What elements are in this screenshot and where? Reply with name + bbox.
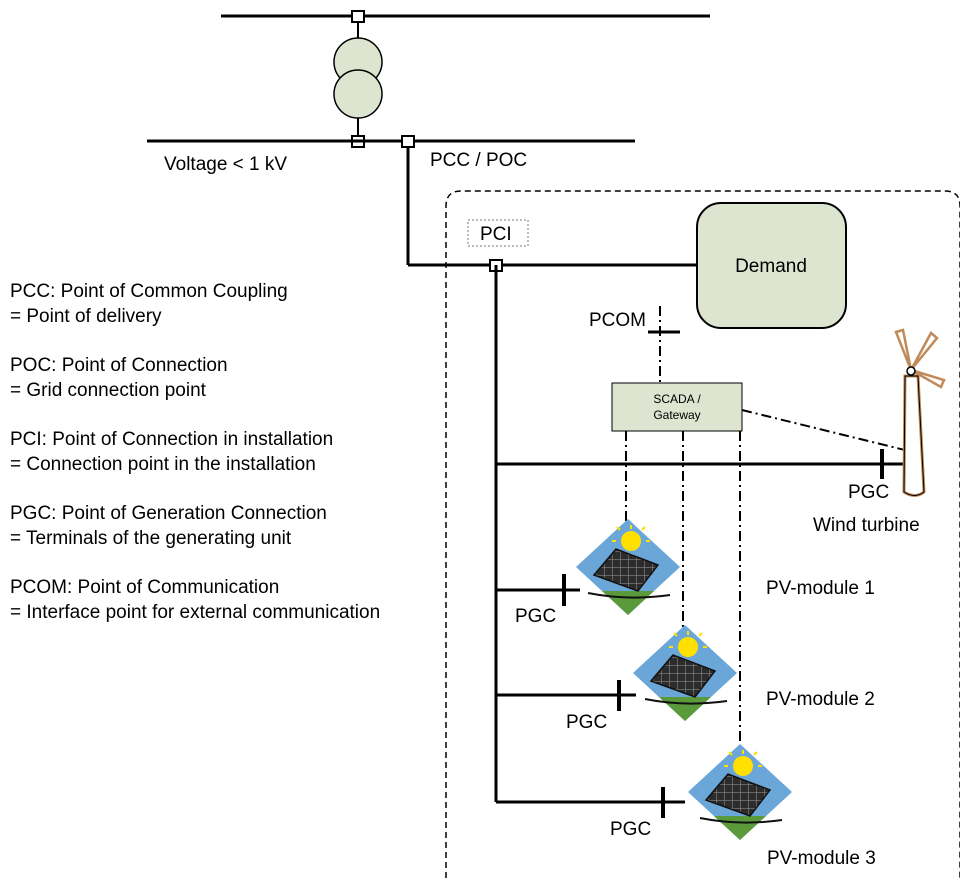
pv-module-1-icon <box>576 519 680 615</box>
legend-item-poc: POC: Point of Connection = Grid connecti… <box>10 353 430 403</box>
pv3-pgc-label: PGC <box>610 819 651 840</box>
pcc-poc-label: PCC / POC <box>430 150 527 171</box>
pv2-pgc-label: PGC <box>566 712 607 733</box>
wind-turbine-label: Wind turbine <box>813 515 920 536</box>
communication-links <box>625 409 914 742</box>
legend-definition: = Grid connection point <box>10 380 206 401</box>
legend-term: PCC: Point of Common Coupling <box>10 281 288 302</box>
transformer-icon <box>333 10 383 148</box>
demand-box <box>696 202 847 329</box>
pv-module-3-label: PV-module 3 <box>767 848 876 869</box>
legend-term: PCOM: Point of Communication <box>10 577 280 598</box>
legend-term: PGC: Point of Generation Connection <box>10 503 327 524</box>
legend-definition: = Connection point in the installation <box>10 454 316 475</box>
wind-turbine-icon <box>894 328 946 497</box>
pv-module-2-icon <box>633 625 737 721</box>
legend-item-pcom: PCOM: Point of Communication = Interface… <box>10 575 430 625</box>
scada-label-line1: SCADA / <box>653 392 701 406</box>
pci-label-box <box>467 219 529 247</box>
legend-definition: = Point of delivery <box>10 306 162 327</box>
pv1-pgc-label: PGC <box>515 606 556 627</box>
legend-item-pgc: PGC: Point of Generation Connection = Te… <box>10 501 430 551</box>
legend-item-pci: PCI: Point of Connection in installation… <box>10 427 430 477</box>
legend-definition: = Terminals of the generating unit <box>10 528 292 549</box>
scada-gateway-box <box>611 382 743 432</box>
pv-module-2-label: PV-module 2 <box>766 689 875 710</box>
wind-pgc-label: PGC <box>848 482 889 503</box>
scada-label-line2: Gateway <box>653 408 700 422</box>
legend-item-pcc: PCC: Point of Common Coupling = Point of… <box>10 279 430 329</box>
legend-term: POC: Point of Connection <box>10 355 228 376</box>
pv-module-1-label: PV-module 1 <box>766 578 875 599</box>
voltage-label: Voltage < 1 kV <box>164 154 287 175</box>
pcom-label: PCOM <box>589 310 646 331</box>
pci-label: PCI <box>480 224 512 245</box>
pcc-poc-marker <box>401 135 415 148</box>
demand-label: Demand <box>735 256 807 277</box>
legend-definition: = Interface point for external communica… <box>10 602 381 623</box>
pv-module-3-icon <box>688 744 792 840</box>
legend-term: PCI: Point of Connection in installation <box>10 429 334 450</box>
legend: PCC: Point of Common Coupling = Point of… <box>10 279 430 649</box>
